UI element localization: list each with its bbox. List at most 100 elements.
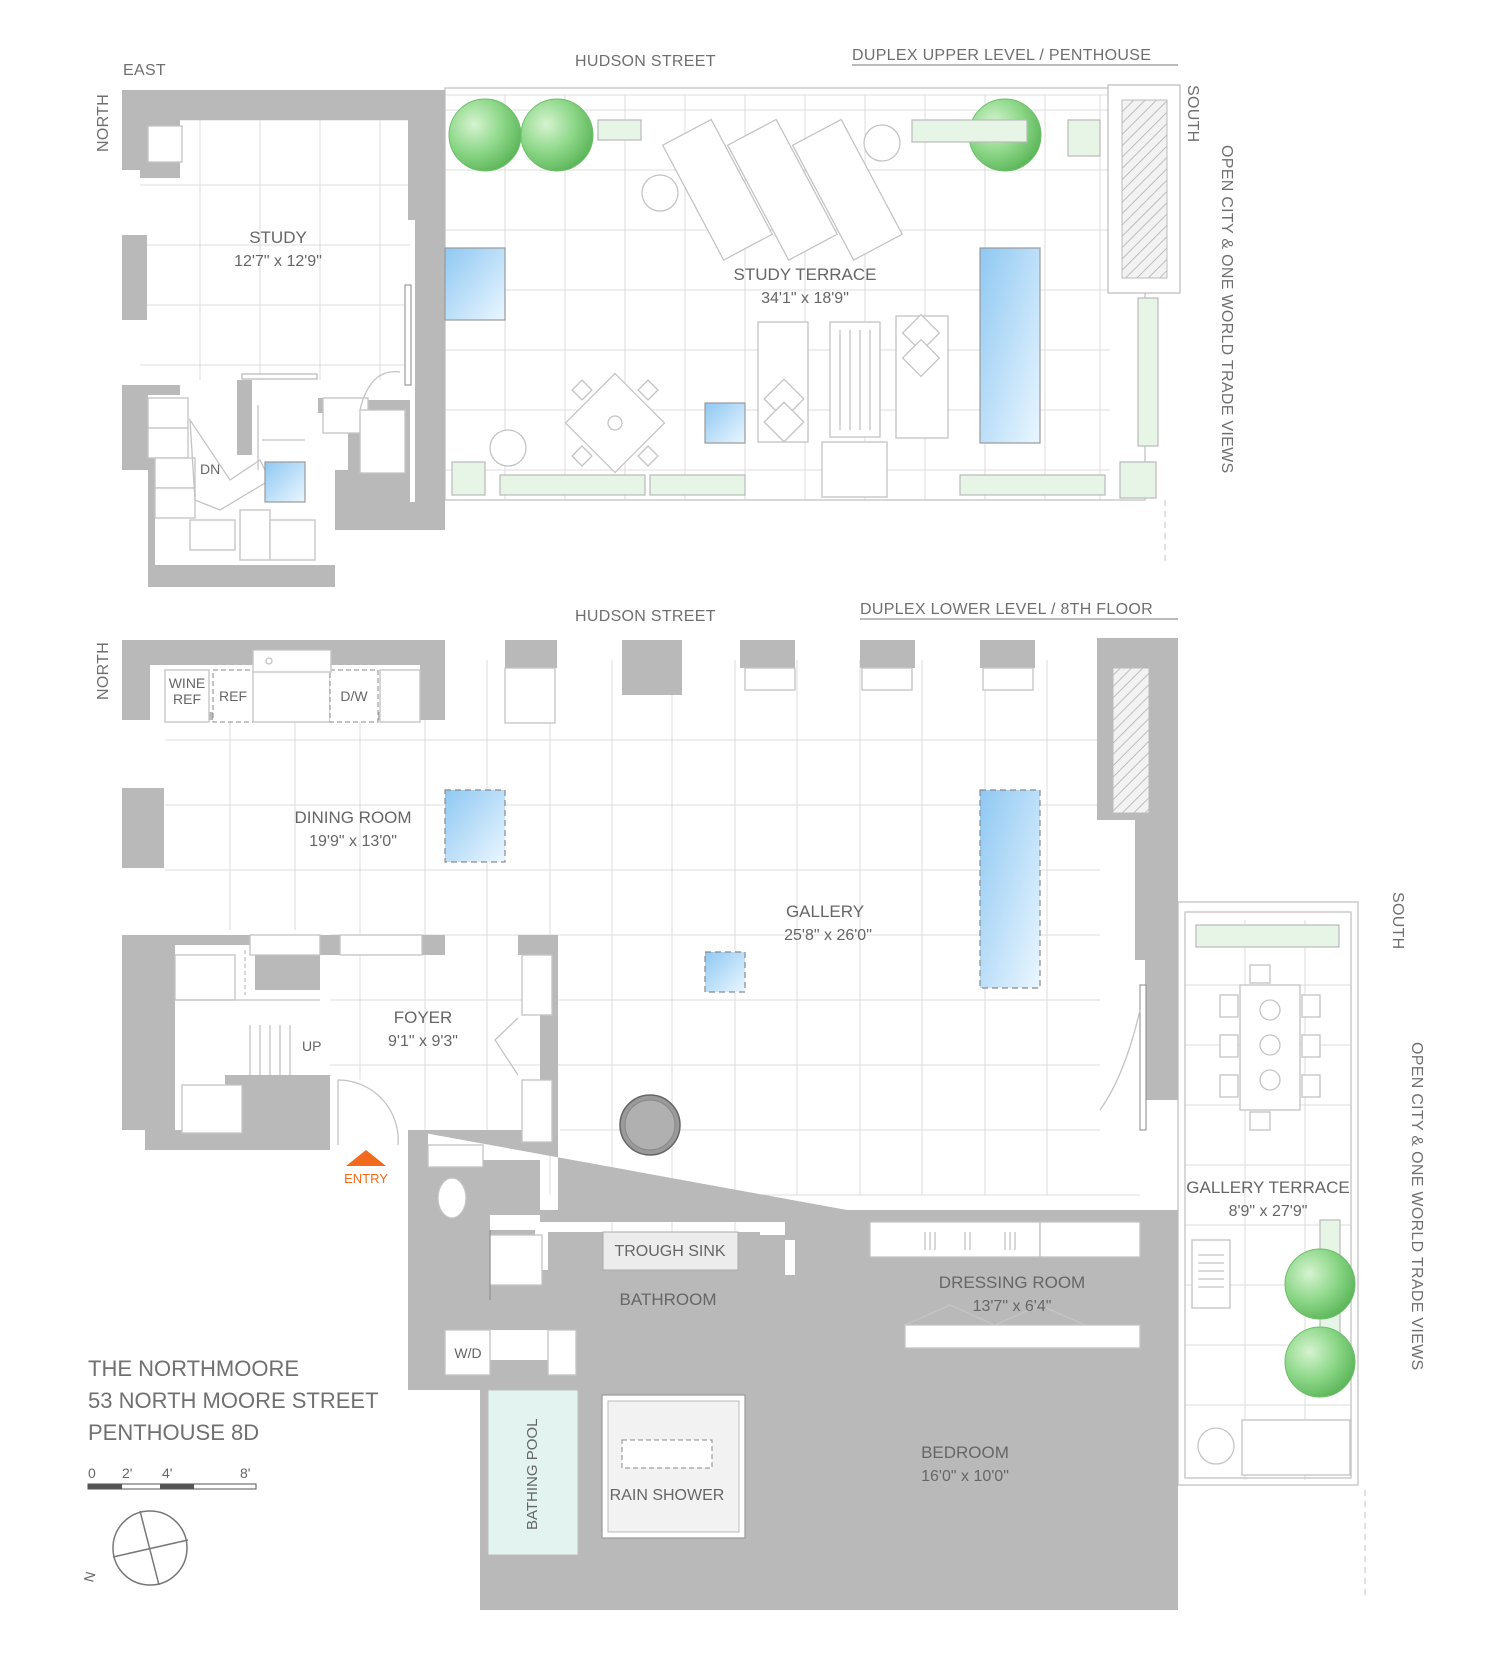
study-name: STUDY bbox=[249, 228, 307, 247]
dining-skylight bbox=[444, 789, 506, 863]
bathing-pool-label: BATHING POOL bbox=[524, 1419, 541, 1530]
wine-ref-label-1: WINE bbox=[169, 675, 206, 691]
title-block: THE NORTHMOORE 53 NORTH MOORE STREET PEN… bbox=[88, 1356, 379, 1445]
study-sofa-right bbox=[359, 409, 406, 474]
gallery-fireplace-hatch bbox=[1112, 667, 1150, 814]
lower-level-plan: WINE REF REF D/W UP bbox=[95, 601, 1425, 1610]
gallery-terrace-door bbox=[1139, 984, 1147, 1131]
planter bbox=[1137, 297, 1159, 447]
upper-street-label: HUDSON STREET bbox=[575, 53, 716, 70]
kitchen-counter bbox=[252, 669, 331, 723]
entry-door-swing bbox=[337, 1079, 399, 1146]
planter bbox=[451, 461, 486, 496]
upper-compass-south: SOUTH bbox=[1184, 85, 1201, 143]
study-terrace-dims: 34'1" x 18'9" bbox=[761, 290, 849, 307]
scale-bar: 0 2' 4' 8' bbox=[87, 1465, 257, 1490]
wine-ref-label-2: REF bbox=[173, 691, 201, 707]
gallery-chair bbox=[504, 667, 556, 724]
study-terrace-name: STUDY TERRACE bbox=[734, 265, 877, 284]
study-shelf bbox=[241, 373, 318, 380]
side-table-icon bbox=[489, 429, 527, 467]
tree-icon bbox=[520, 98, 594, 172]
terrace-skylight bbox=[444, 247, 506, 321]
building-name: THE NORTHMOORE bbox=[88, 1356, 299, 1381]
dressing-room-dims: 13'7" x 6'4" bbox=[973, 1298, 1052, 1315]
gallery-terrace-inner bbox=[1184, 911, 1352, 1479]
window-bench bbox=[861, 667, 913, 691]
upper-stair-skylight bbox=[264, 461, 306, 503]
lower-compass-north: NORTH bbox=[95, 642, 112, 700]
planter bbox=[649, 474, 746, 496]
bathing-pool-icon bbox=[487, 1389, 579, 1556]
lower-stair-label: UP bbox=[302, 1038, 321, 1054]
scale-label: 0 bbox=[88, 1465, 96, 1481]
terrace-bench-icon bbox=[1241, 1419, 1351, 1476]
study-door-swing bbox=[359, 371, 401, 411]
window-bench bbox=[982, 667, 1034, 691]
trough-sink-icon bbox=[602, 1231, 739, 1271]
gallery-skylight bbox=[704, 951, 746, 993]
bathroom-label: BATHROOM bbox=[620, 1290, 717, 1309]
building-unit: PENTHOUSE 8D bbox=[88, 1420, 259, 1445]
dining-bench bbox=[249, 934, 321, 956]
upper-planters bbox=[451, 119, 1159, 499]
kitchen-cabinet bbox=[379, 669, 421, 723]
side-table-icon bbox=[863, 124, 901, 162]
foyer-name: FOYER bbox=[394, 1008, 453, 1027]
dining-table-icon bbox=[564, 372, 666, 474]
planter bbox=[597, 119, 642, 141]
foyer-closet bbox=[521, 954, 553, 1016]
side-table-icon bbox=[1197, 1427, 1235, 1465]
compass-north-letter: N bbox=[80, 1570, 98, 1584]
lower-street-label: HUDSON STREET bbox=[575, 608, 716, 625]
gallery-dims: 25'8" x 26'0" bbox=[784, 927, 872, 944]
upper-level-plan: DN bbox=[95, 47, 1235, 587]
lounge-chair-icon bbox=[726, 118, 839, 261]
gallery-name: GALLERY bbox=[786, 902, 864, 921]
upper-compass-east: EAST bbox=[123, 62, 166, 79]
kitchen-appliances: WINE REF REF D/W bbox=[164, 649, 421, 723]
scale-label: 8' bbox=[240, 1465, 250, 1481]
tree-icon bbox=[1284, 1326, 1356, 1398]
study-floor-grid bbox=[140, 119, 410, 380]
refrigerator-icon bbox=[212, 669, 254, 723]
planter bbox=[1195, 924, 1340, 948]
dining-room-dims: 19'9" x 13'0" bbox=[309, 833, 397, 850]
toilet-icon bbox=[437, 1177, 467, 1219]
study-dims: 12'7" x 12'9" bbox=[234, 253, 322, 270]
tree-icon bbox=[1284, 1248, 1356, 1320]
compass-rose-icon: N bbox=[80, 1510, 189, 1586]
tree-icon bbox=[448, 98, 522, 172]
study-chair bbox=[147, 125, 183, 163]
lounge-chair-icon bbox=[791, 118, 904, 261]
bedroom-dims: 16'0" x 10'0" bbox=[921, 1468, 1009, 1485]
terrace-dining-table-icon bbox=[1219, 964, 1321, 1131]
dining-room-name: DINING ROOM bbox=[294, 808, 411, 827]
building-address: 53 NORTH MOORE STREET bbox=[88, 1388, 379, 1413]
lower-compass-south: SOUTH bbox=[1389, 892, 1406, 950]
washer-dryer-icon bbox=[444, 1329, 491, 1376]
outdoor-armchair-icon bbox=[821, 441, 888, 498]
terrace-skylight bbox=[979, 247, 1041, 444]
entry-label: ENTRY bbox=[344, 1171, 388, 1186]
scale-label: 2' bbox=[122, 1465, 132, 1481]
upper-compass-north: NORTH bbox=[95, 94, 112, 152]
terrace-grill-icon bbox=[1191, 1239, 1231, 1309]
gallery-terrace-outline bbox=[1177, 901, 1359, 1486]
terrace-furniture bbox=[444, 118, 1041, 498]
terrace-skylight bbox=[704, 402, 746, 444]
upper-stair-label: DN bbox=[200, 461, 220, 477]
ref-label: REF bbox=[219, 688, 247, 704]
terrace-chimney-hatch bbox=[1121, 99, 1168, 279]
side-table-icon bbox=[641, 174, 679, 212]
planter bbox=[911, 119, 1028, 143]
rain-shower-label: RAIN SHOWER bbox=[610, 1487, 725, 1504]
kitchen-sink-icon bbox=[252, 649, 332, 673]
lower-stair: UP bbox=[174, 950, 321, 1134]
dishwasher-icon bbox=[329, 669, 379, 723]
outdoor-coffee-table-icon bbox=[829, 321, 881, 438]
lower-views-label: OPEN CITY & ONE WORLD TRADE VIEWS bbox=[1408, 1042, 1425, 1370]
gallery-terrace-name: GALLERY TERRACE bbox=[1186, 1178, 1349, 1197]
wd-label: W/D bbox=[454, 1345, 481, 1361]
study-door bbox=[404, 284, 412, 386]
